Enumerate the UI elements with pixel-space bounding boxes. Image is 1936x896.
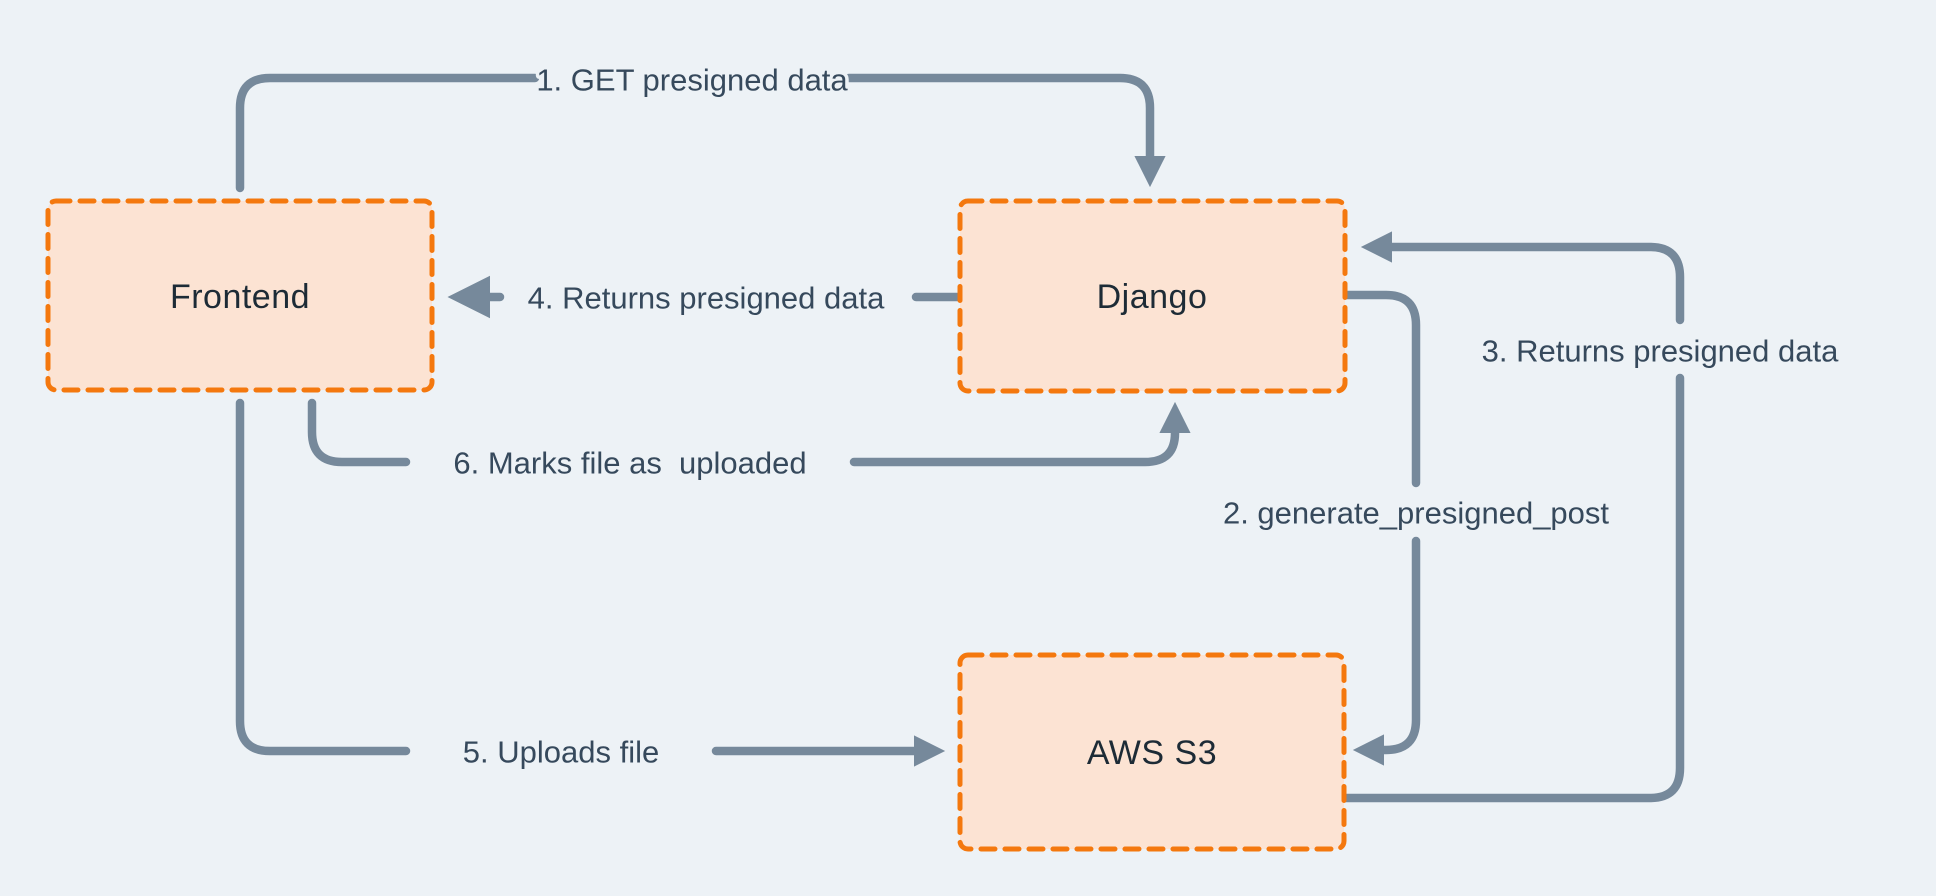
edge-5-segment-start	[235, 398, 411, 756]
edge-2-segment-start	[1340, 290, 1421, 488]
edge-3-segment-end	[1360, 231, 1685, 325]
edge-returns-presigned-data-to-django: 3. Returns presigned data	[1339, 231, 1843, 803]
node-aws-s3-label: AWS S3	[1087, 734, 1217, 772]
edge-generate-presigned-post: 2. generate_presigned_post	[1219, 290, 1613, 766]
edge-4-label: 4. Returns presigned data	[528, 281, 885, 316]
node-frontend-label: Frontend	[170, 278, 310, 316]
edge-get-presigned-data: 1. GET presigned data	[235, 59, 1166, 193]
node-aws-s3: AWS S3	[957, 652, 1347, 852]
edge-uploads-file: 5. Uploads file	[235, 398, 946, 773]
edge-marks-file-as-uploaded: 6. Marks file as uploaded	[307, 398, 1191, 484]
edge-1-segment-start	[235, 73, 540, 193]
edge-6-segment-start	[307, 398, 411, 467]
edge-2-label: 2. generate_presigned_post	[1223, 496, 1609, 531]
edge-1-segment-end	[844, 73, 1166, 188]
edge-6-segment-end	[849, 401, 1191, 467]
edge-5-label: 5. Uploads file	[463, 735, 659, 770]
node-django-box	[957, 198, 1348, 394]
edge-returns-presigned-data-to-frontend: 4. Returns presigned data	[447, 275, 965, 319]
edge-6-label: 6. Marks file as uploaded	[453, 446, 806, 481]
edge-3-label: 3. Returns presigned data	[1482, 334, 1839, 369]
node-django: Django	[957, 198, 1348, 394]
node-frontend: Frontend	[45, 198, 435, 393]
edge-1-label: 1. GET presigned data	[536, 63, 848, 98]
edge-2-segment-end	[1352, 536, 1421, 766]
node-aws-s3-box	[957, 652, 1347, 852]
edge-3-segment-start	[1339, 373, 1685, 803]
node-frontend-box	[45, 198, 435, 393]
node-django-label: Django	[1097, 278, 1208, 316]
